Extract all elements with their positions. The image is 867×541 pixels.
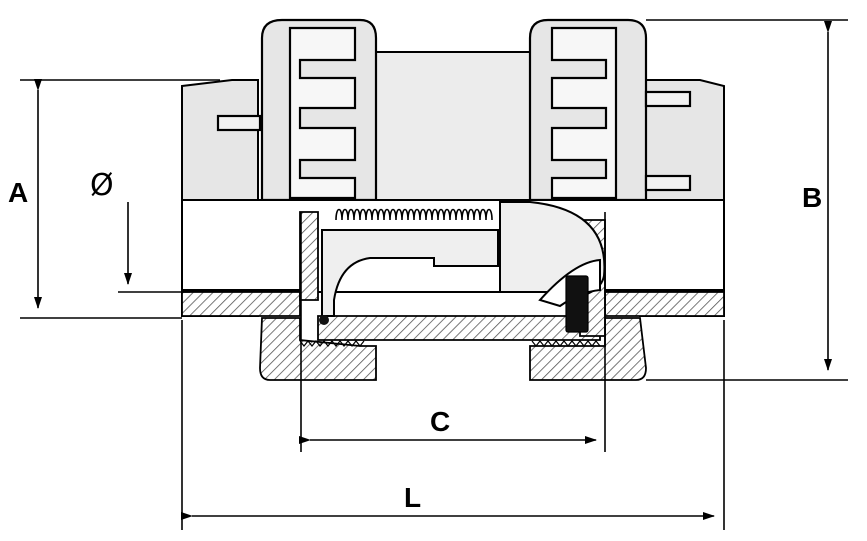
dimension-phi (118, 202, 190, 293)
dimension-a (20, 79, 220, 319)
dimension-l (181, 320, 725, 530)
dimension-a-label: A (8, 177, 28, 208)
left-section-hatch (181, 211, 377, 381)
spring (335, 208, 493, 221)
dimension-c (299, 212, 606, 452)
dimension-c-label: C (430, 406, 450, 437)
seal-ring-right (565, 275, 589, 333)
dimension-b-label: B (802, 182, 822, 213)
valve-center-barrel (374, 51, 531, 201)
thread-teeth (299, 340, 601, 347)
dimension-l-label: L (404, 482, 421, 513)
left-union-nut (216, 18, 378, 202)
o-ring-left (319, 315, 329, 325)
right-union-nut (528, 18, 692, 202)
dimension-b (646, 19, 848, 381)
dimension-phi-label: Ø (90, 168, 114, 203)
right-section-hatch (529, 291, 725, 381)
